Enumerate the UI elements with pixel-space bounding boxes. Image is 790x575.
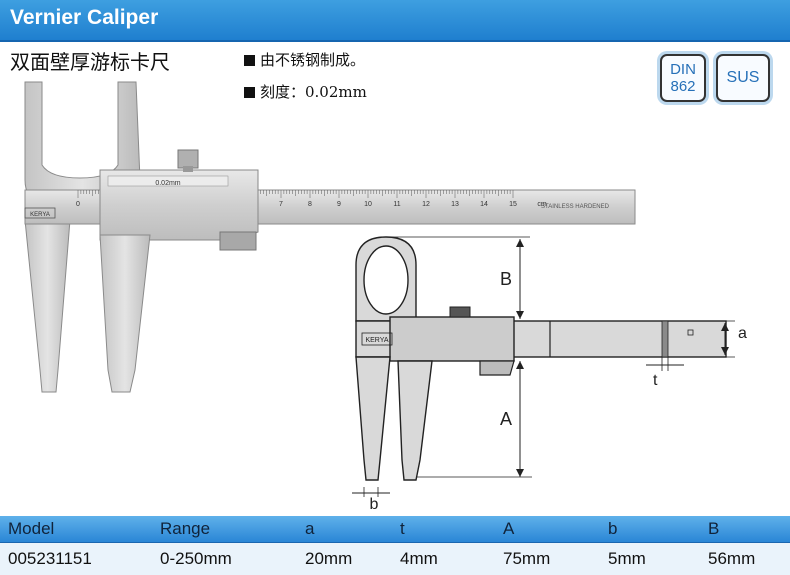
label-b: b bbox=[370, 496, 379, 510]
cell-b: 5mm bbox=[608, 549, 646, 568]
scale-number: 12 bbox=[422, 201, 430, 208]
bullet-square-icon bbox=[244, 55, 255, 66]
cell-a: 20mm bbox=[305, 549, 353, 568]
header-b: b bbox=[608, 519, 618, 538]
scale-number: 7 bbox=[279, 201, 283, 208]
chinese-title: 双面壁厚游标卡尺 bbox=[10, 50, 170, 74]
label-t: t bbox=[653, 372, 658, 389]
label-B: B bbox=[500, 269, 512, 289]
cell-B: 56mm bbox=[708, 549, 756, 568]
cell-t: 4mm bbox=[400, 549, 438, 568]
label-A: A bbox=[500, 409, 512, 429]
dimension-diagram: KERYA B A a t b bbox=[352, 236, 747, 510]
thumb-wheel bbox=[219, 231, 257, 251]
lock-screw-icon bbox=[177, 149, 199, 169]
scale-number: 9 bbox=[337, 201, 341, 208]
cell-model: 005231151 bbox=[8, 549, 92, 568]
header-range: Range bbox=[160, 519, 211, 538]
scale-number: 0 bbox=[76, 201, 80, 208]
header-a: a bbox=[305, 519, 315, 538]
label-a: a bbox=[738, 325, 747, 342]
bullet-square-icon bbox=[244, 87, 255, 98]
diagram-brand: KERYA bbox=[365, 337, 388, 344]
header-B: B bbox=[708, 519, 720, 538]
header-t: t bbox=[400, 519, 405, 538]
scale-number: 8 bbox=[308, 201, 312, 208]
title-bar: Vernier Caliper bbox=[0, 0, 790, 42]
header-A: A bbox=[503, 519, 515, 538]
scale-number: 15 bbox=[509, 201, 517, 208]
scale-number: 10 bbox=[364, 201, 372, 208]
vernier-reading: 0.02mm bbox=[155, 180, 180, 187]
feature-graduation: 刻度：0.02mm bbox=[244, 81, 367, 102]
photo-brand: KERYA bbox=[30, 212, 50, 218]
diagram-lock-screw-icon bbox=[449, 306, 471, 318]
scale-number: 13 bbox=[451, 201, 459, 208]
spec-table: Model Range a t A b B 005231151 0-250mm … bbox=[0, 516, 790, 575]
caliper-photo: KERYA 0123456789101112131415cm STAINLESS… bbox=[24, 81, 636, 393]
scale-number: cm bbox=[537, 201, 547, 208]
page-title: Vernier Caliper bbox=[10, 6, 159, 29]
din-862-badge: DIN 862 bbox=[660, 54, 706, 102]
photo-engraving: STAINLESS HARDENED bbox=[541, 204, 610, 210]
sus-badge: SUS bbox=[716, 54, 770, 102]
scale-number: 14 bbox=[480, 201, 488, 208]
spec-data-row: 005231151 0-250mm 20mm 4mm 75mm 5mm 56mm bbox=[0, 543, 790, 575]
main-scale-numbers: 0123456789101112131415cm bbox=[76, 201, 547, 208]
brand-logo bbox=[24, 207, 56, 219]
scale-number: 11 bbox=[393, 201, 400, 208]
spec-header-row: Model Range a t A b B bbox=[0, 516, 790, 543]
cell-range: 0-250mm bbox=[160, 549, 232, 568]
header-model: Model bbox=[8, 519, 55, 538]
feature-material: 由不锈钢制成。 bbox=[244, 49, 365, 70]
cell-A: 75mm bbox=[503, 549, 551, 568]
